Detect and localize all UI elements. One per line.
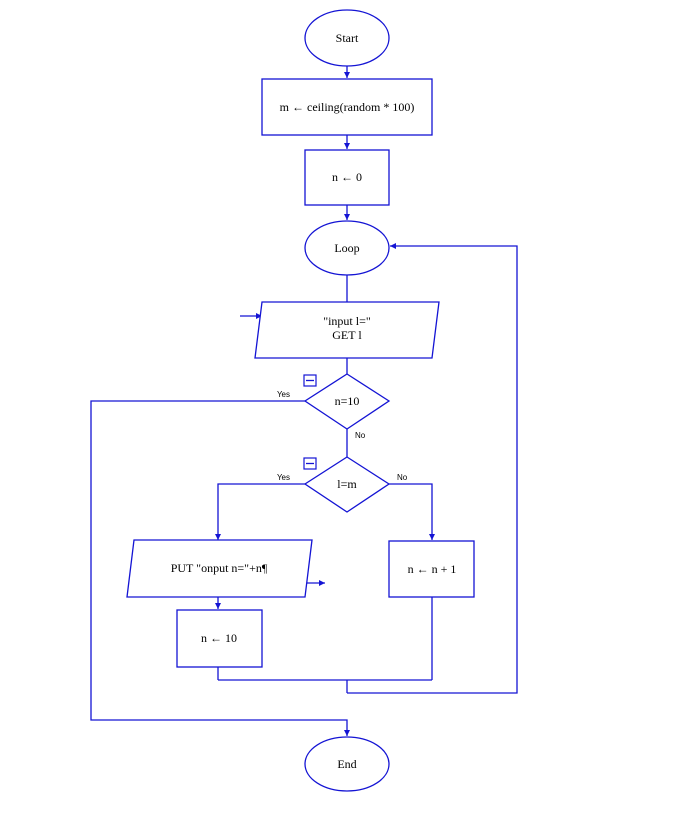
node-assign-n[interactable]: n ← 0 — [304, 149, 390, 206]
assign-n-label: n ← 0 — [332, 170, 362, 184]
decision-n-diamond — [303, 373, 391, 430]
decision-l-label: l=m — [337, 477, 357, 491]
decision-n-label: n=10 — [335, 394, 360, 408]
decision-l-diamond — [303, 456, 391, 513]
output-label: PUT "onput n="+n¶ — [171, 561, 268, 575]
start-ellipse — [304, 9, 390, 67]
node-increment-n[interactable]: n ← n + 1 — [388, 540, 475, 598]
loop-ellipse — [304, 220, 390, 276]
node-decision-l[interactable]: l=m — [303, 456, 391, 513]
node-set-n-10[interactable]: n ← 10 — [176, 609, 263, 668]
edges — [90, 66, 518, 736]
node-start[interactable]: Start — [304, 9, 390, 67]
input-label-line1: "input l=" — [323, 314, 371, 328]
collapse-toggle-decision-l[interactable] — [303, 457, 317, 470]
decision-n-yes-label: Yes — [277, 390, 290, 399]
input-parallelogram — [254, 301, 440, 359]
edge-loop-back — [347, 243, 518, 694]
edge-decision-n-yes-to-end — [90, 400, 350, 736]
start-label: Start — [336, 31, 359, 45]
assign-m-label: m ← ceiling(random * 100) — [280, 100, 415, 114]
decision-l-yes-label: Yes — [277, 473, 290, 482]
decision-l-no-label: No — [397, 473, 408, 482]
increment-n-box — [388, 540, 475, 598]
set-n-10-label: n ← 10 — [201, 631, 237, 645]
end-label: End — [337, 757, 356, 771]
node-input[interactable]: "input l=" GET l — [254, 301, 440, 359]
loop-label: Loop — [334, 241, 359, 255]
node-output[interactable]: PUT "onput n="+n¶ — [126, 539, 313, 598]
input-label-line2: GET l — [332, 328, 362, 342]
node-end[interactable]: End — [304, 736, 390, 792]
collapse-toggle-decision-n[interactable] — [303, 374, 317, 387]
increment-n-label: n ← n + 1 — [408, 562, 457, 576]
decision-n-no-label: No — [355, 431, 366, 440]
set-n-10-box — [176, 609, 263, 668]
output-parallelogram — [126, 539, 313, 598]
node-assign-m[interactable]: m ← ceiling(random * 100) — [261, 78, 433, 136]
edge-decision-l-yes — [215, 483, 305, 540]
node-loop[interactable]: Loop — [304, 220, 390, 276]
assign-n-box — [304, 149, 390, 206]
end-ellipse — [304, 736, 390, 792]
assign-m-box — [261, 78, 433, 136]
node-decision-n[interactable]: n=10 — [303, 373, 391, 430]
edge-decision-l-no — [389, 483, 435, 540]
